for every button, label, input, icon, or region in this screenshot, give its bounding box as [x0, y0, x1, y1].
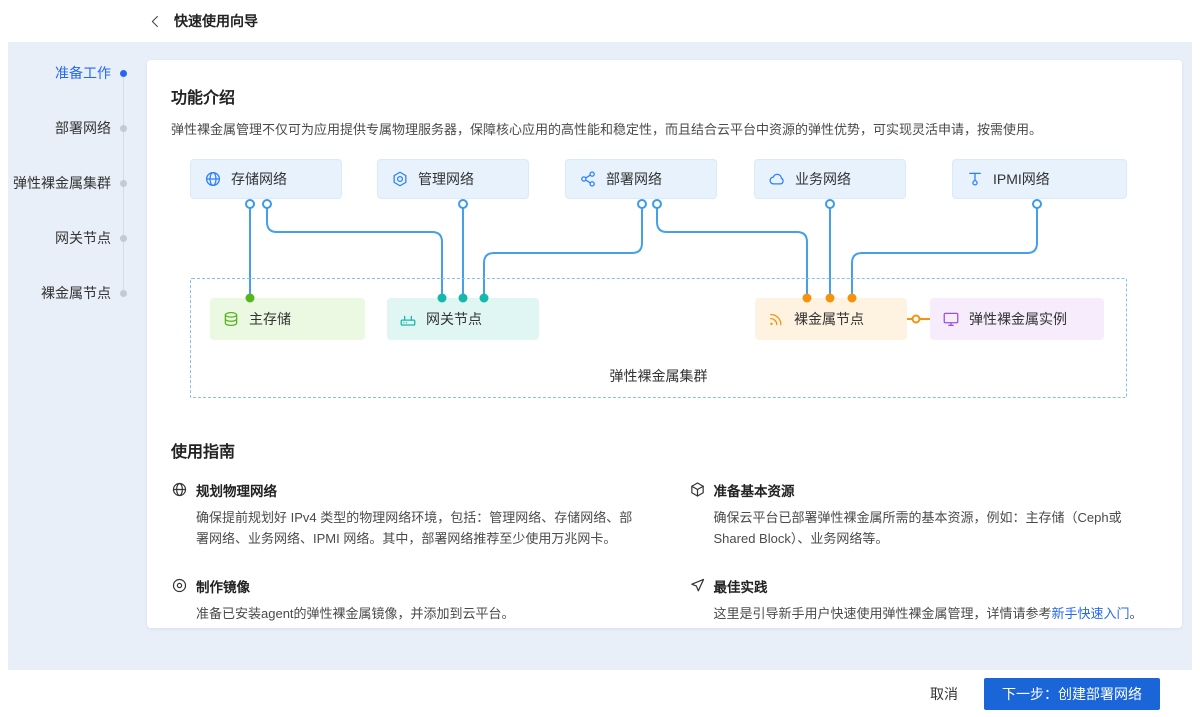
settings-icon	[393, 171, 407, 187]
stepper-item-cluster[interactable]: 弹性裸金属集群	[8, 172, 148, 194]
guide-item-title: 规划物理网络	[196, 483, 277, 499]
database-icon	[224, 311, 238, 326]
page-title: 快速使用向导	[174, 13, 258, 29]
guide-item-best-practice: 最佳实践 这里是引导新手用户快速使用弹性裸金属管理，详情请参考新手快速入门。	[689, 576, 1159, 624]
network-box-ipmi: IPMI网络	[952, 158, 1127, 199]
guide-item-make-image: 制作镜像 准备已安装agent的弹性裸金属镜像，并添加到云平台。	[171, 576, 641, 624]
guide-grid: 规划物理网络 确保提前规划好 IPv4 类型的物理网络环境，包括：管理网络、存储…	[171, 480, 1158, 624]
node-box-gateway-node: 网关节点	[387, 297, 539, 340]
footer-bar: 取消 下一步：创建部署网络	[0, 670, 1200, 717]
paper-plane-icon	[690, 579, 704, 592]
guide-title: 使用指南	[171, 443, 236, 461]
node-label: 弹性裸金属实例	[969, 310, 1067, 327]
node-box-bare-metal-instance: 弹性裸金属实例	[930, 297, 1104, 340]
cancel-button[interactable]: 取消	[930, 685, 958, 702]
back-button[interactable]	[148, 13, 164, 29]
content-area: 准备工作 部署网络 弹性裸金属集群 网关节点 裸金属节点 功能介绍 弹性裸金属管…	[8, 42, 1192, 670]
node-label: 网关节点	[426, 310, 482, 327]
guide-item-body: 确保云平台已部署弹性裸金属所需的基本资源，例如：主存储（Ceph或Shared …	[713, 509, 1122, 547]
network-box-business: 业务网络	[754, 158, 906, 199]
network-label: IPMI网络	[993, 170, 1050, 187]
globe-icon	[205, 171, 221, 186]
stepper-item-metal-node[interactable]: 裸金属节点	[8, 282, 148, 304]
stepper-item-deploy-network[interactable]: 部署网络	[8, 117, 148, 139]
node-box-bare-metal-node: 裸金属节点	[755, 297, 907, 340]
architecture-diagram: 存储网络 管理网络 部署网络 业务网络 IPMI网络 弹性裸金属集群	[171, 158, 1158, 404]
stepper-item-label: 弹性裸金属集群	[13, 175, 111, 191]
intro-description: 弹性裸金属管理不仅可为应用提供专属物理服务器，保障核心应用的高性能和稳定性，而且…	[171, 122, 1043, 137]
monitor-icon	[943, 312, 959, 326]
guide-item-prepare-resources: 准备基本资源 确保云平台已部署弹性裸金属所需的基本资源，例如：主存储（Ceph或…	[689, 480, 1159, 550]
network-label: 业务网络	[795, 170, 851, 187]
node-label: 裸金属节点	[794, 310, 864, 327]
router-icon	[400, 315, 416, 326]
disc-icon	[172, 579, 187, 593]
chevron-left-icon	[151, 15, 158, 27]
guide-item-title: 最佳实践	[713, 579, 768, 595]
guide-item-body: 确保提前规划好 IPv4 类型的物理网络环境，包括：管理网络、存储网络、部署网络…	[196, 509, 633, 547]
network-box-deployment: 部署网络	[565, 158, 717, 199]
guide-item-plan-network: 规划物理网络 确保提前规划好 IPv4 类型的物理网络环境，包括：管理网络、存储…	[171, 480, 641, 550]
node-label: 主存储	[249, 310, 291, 327]
globe-icon	[172, 483, 187, 497]
wizard-stepper: 准备工作 部署网络 弹性裸金属集群 网关节点 裸金属节点	[8, 42, 148, 670]
stepper-item-prepare[interactable]: 准备工作	[8, 62, 148, 84]
guide-item-body: 这里是引导新手用户快速使用弹性裸金属管理，详情请参考新手快速入门。	[713, 605, 1143, 621]
main-card: 功能介绍 弹性裸金属管理不仅可为应用提供专属物理服务器，保障核心应用的高性能和稳…	[147, 60, 1182, 628]
stepper-dot	[120, 289, 127, 297]
stepper-item-label: 裸金属节点	[41, 285, 111, 301]
network-box-management: 管理网络	[377, 158, 529, 199]
stepper-item-label: 网关节点	[55, 230, 111, 246]
intro-title: 功能介绍	[171, 90, 236, 107]
cluster-dashed-container: 弹性裸金属集群	[190, 277, 1127, 398]
package-icon	[690, 482, 704, 497]
connector-icon	[969, 172, 981, 186]
network-label: 部署网络	[606, 170, 662, 187]
guide-item-body: 准备已安装agent的弹性裸金属镜像，并添加到云平台。	[196, 605, 515, 621]
network-box-storage: 存储网络	[190, 158, 342, 199]
network-label: 存储网络	[231, 170, 287, 187]
top-bar: 快速使用向导	[0, 0, 1200, 42]
cloud-icon	[769, 173, 784, 185]
connector-wires	[249, 202, 1038, 320]
network-label: 管理网络	[418, 170, 474, 187]
broadcast-icon	[769, 313, 782, 326]
next-step-button[interactable]: 下一步：创建部署网络	[984, 677, 1160, 710]
stepper-item-label: 准备工作	[55, 65, 111, 81]
stepper-dot	[120, 179, 127, 187]
stepper-dot	[120, 69, 127, 77]
stepper-item-label: 部署网络	[55, 120, 111, 136]
guide-item-title: 准备基本资源	[713, 483, 795, 499]
stepper-dot	[120, 234, 127, 242]
beginner-tutorial-link[interactable]: 新手快速入门	[1051, 605, 1130, 621]
node-box-primary-storage: 主存储	[210, 297, 365, 340]
cluster-label: 弹性裸金属集群	[609, 367, 708, 384]
stepper-dot	[120, 124, 127, 132]
stepper-item-gateway-node[interactable]: 网关节点	[8, 227, 148, 249]
share-nodes-icon	[581, 171, 595, 187]
guide-item-title: 制作镜像	[196, 579, 250, 595]
